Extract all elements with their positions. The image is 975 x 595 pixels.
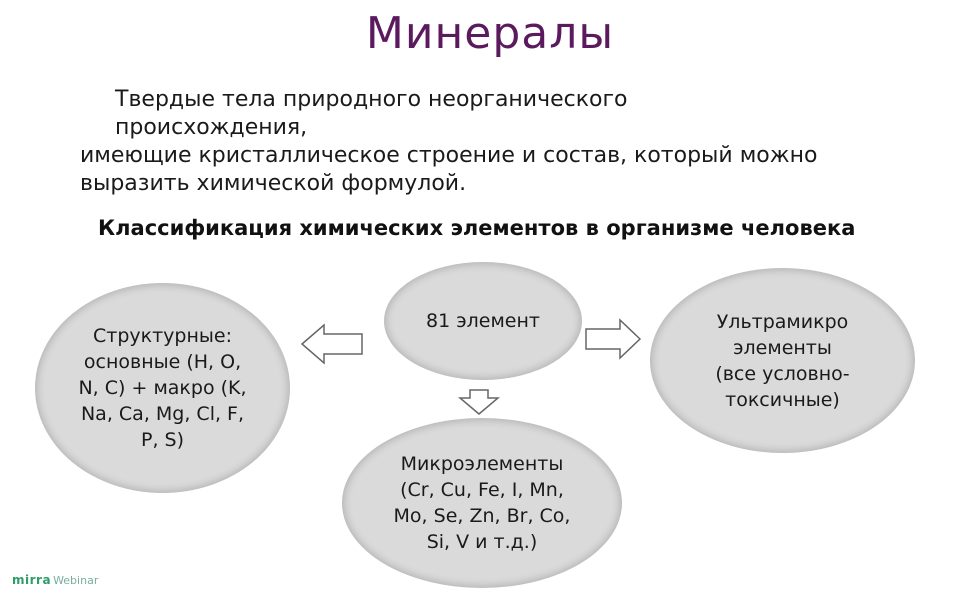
logo-sub: Webinar (53, 574, 99, 587)
node-ultramicro: Ультрамикро элементы (все условно- токси… (650, 268, 915, 453)
classification-subtitle: Классификация химических элементов в орг… (98, 216, 856, 240)
node-microelements-label: Микроэлементы (Cr, Cu, Fe, I, Mn, Mo, Se… (393, 453, 571, 553)
arrow-left-icon (300, 323, 363, 365)
arrow-down-icon (458, 389, 500, 415)
definition-line-1: Твердые тела природного неорганического (115, 87, 628, 112)
logo-brand: mirra (12, 573, 52, 587)
node-center-81-elements: 81 элемент (384, 262, 582, 380)
definition-text: Твердые тела природного неорганического … (80, 86, 940, 198)
definition-line-3: имеющие кристаллическое строение и соста… (80, 143, 818, 168)
definition-line-2: происхождения, (115, 115, 308, 140)
node-structural: Структурные: основные (H, O, N, C) + мак… (35, 283, 290, 493)
node-structural-label: Структурные: основные (H, O, N, C) + мак… (78, 325, 247, 451)
node-ultramicro-label: Ультрамикро элементы (все условно- токси… (715, 310, 850, 411)
definition-line-4: выразить химической формулой. (80, 171, 467, 196)
page-title: Минералы (365, 8, 615, 59)
arrow-right-icon (585, 318, 642, 360)
node-center-label: 81 элемент (426, 310, 540, 332)
node-microelements: Микроэлементы (Cr, Cu, Fe, I, Mn, Mo, Se… (342, 418, 622, 588)
